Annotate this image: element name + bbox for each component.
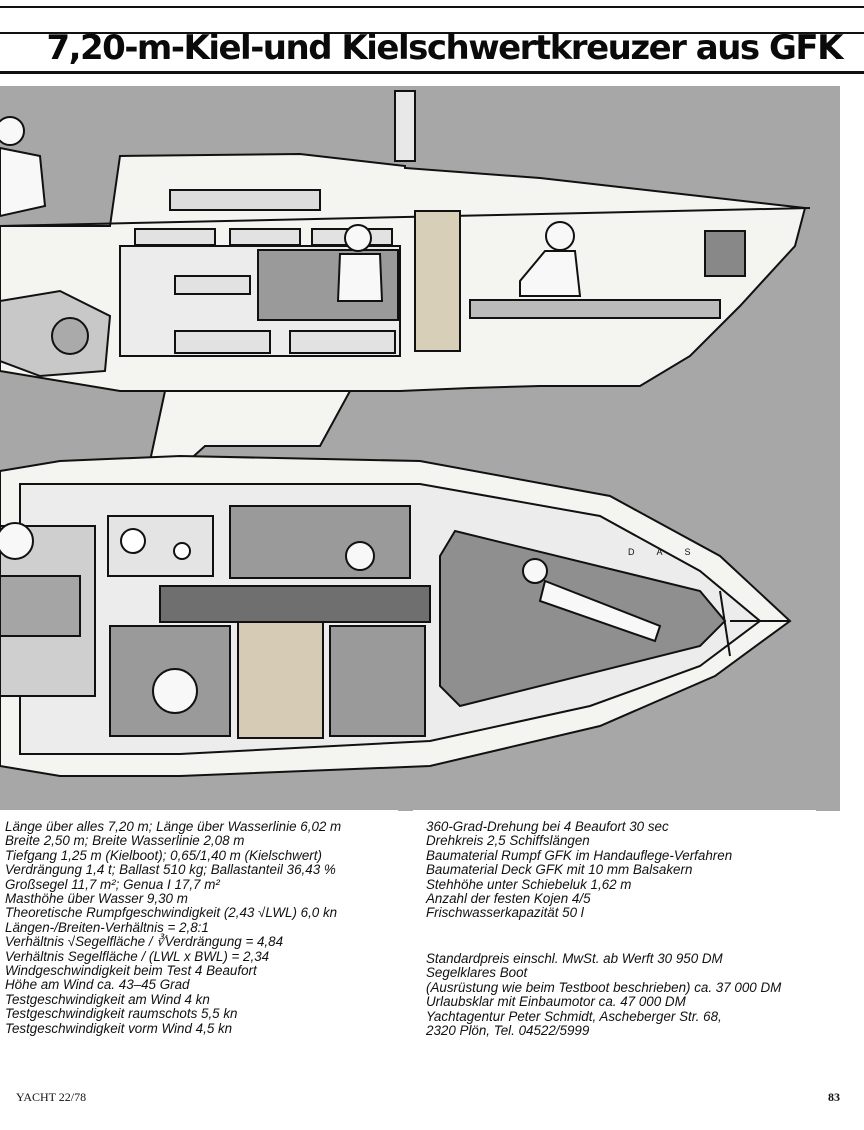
side-elevation (0, 90, 811, 466)
spec-line: Theoretische Rumpfgeschwindigkeit (2,43 … (5, 905, 338, 921)
boat-cutaway-drawing: D A S (0, 86, 840, 811)
spec-line: Breite 2,50 m; Breite Wasserlinie 2,08 m (5, 833, 245, 849)
page-title: 7,20-m-Kiel-und Kielschwertkreuzer aus G… (46, 28, 843, 68)
dinette-cushion (229, 505, 411, 579)
spec-line: Verdrängung 1,4 t; Ballast 510 kg; Balla… (5, 862, 336, 878)
specs-right-box: 360-Grad-Drehung bei 4 Beaufort 30 sec D… (413, 810, 816, 1058)
plan-view (0, 454, 792, 777)
title-bar: 7,20-m-Kiel-und Kielschwertkreuzer aus G… (0, 0, 864, 80)
spec-line: Stehhöhe unter Schiebeluk 1,62 m (426, 876, 632, 892)
spec-line: Länge über alles 7,20 m; Länge über Wass… (5, 819, 342, 834)
top-rule (0, 6, 864, 8)
spec-line: Tiefgang 1,25 m (Kielboot); 0,65/1,40 m … (5, 847, 322, 863)
spec-line: Drehkreis 2,5 Schiffslängen (426, 833, 590, 849)
price-list: Standardpreis einschl. MwSt. ab Werft 30… (426, 951, 782, 1039)
spec-line: Masthöhe über Wasser 9,30 m (5, 891, 188, 907)
price-line: (Ausrüstung wie beim Testboot beschriebe… (426, 979, 782, 995)
magazine-issue: YACHT 22/78 (16, 1090, 87, 1104)
spec-line: Verhältnis √Segelfläche / ∛Verdrängung =… (5, 934, 284, 950)
spec-line: Baumaterial Rumpf GFK im Handauflege-Ver… (426, 847, 733, 863)
price-line: Segelklares Boot (426, 965, 528, 981)
artist-signature: D A S (628, 547, 701, 557)
spec-line: Anzahl der festen Kojen 4/5 (426, 891, 591, 907)
specs-right-list: 360-Grad-Drehung bei 4 Beaufort 30 sec D… (426, 819, 733, 921)
price-line: Urlaubsklar mit Einbaumotor ca. 47 000 D… (426, 994, 686, 1010)
spec-line: Testgeschwindigkeit vorm Wind 4,5 kn (5, 1020, 233, 1036)
spec-line: Längen-/Breiten-Verhältnis = 2,8:1 (5, 919, 209, 935)
spec-line: Verhältnis Segelfläche / (LWL x BWL) = 2… (5, 948, 270, 964)
spec-line: Testgeschwindigkeit am Wind 4 kn (5, 991, 210, 1007)
spec-line: 360-Grad-Drehung bei 4 Beaufort 30 sec (426, 819, 669, 834)
title-rule (0, 32, 864, 34)
title-underline (0, 71, 864, 74)
page-number: 83 (828, 1090, 840, 1104)
price-line: Yachtagentur Peter Schmidt, Ascheberger … (426, 1008, 722, 1024)
v-berth-cushion (439, 529, 727, 708)
price-line: Standardpreis einschl. MwSt. ab Werft 30… (426, 951, 723, 966)
boat-illustration (0, 90, 811, 777)
spec-line: Höhe am Wind ca. 43–45 Grad (5, 977, 190, 993)
spec-line: Großsegel 11,7 m²; Genua I 17,7 m² (5, 876, 220, 892)
specs-left-list: Länge über alles 7,20 m; Länge über Wass… (5, 819, 342, 1036)
spec-line: Testgeschwindigkeit raumschots 5,5 kn (5, 1006, 238, 1022)
spec-line: Windgeschwindigkeit beim Test 4 Beaufort (5, 963, 257, 979)
spec-line: Baumaterial Deck GFK mit 10 mm Balsakern (426, 862, 693, 878)
price-line: 2320 Plön, Tel. 04522/5999 (426, 1023, 590, 1039)
specs-left-box: Länge über alles 7,20 m; Länge über Wass… (0, 810, 398, 1058)
spec-line: Frischwasserkapazität 50 l (426, 905, 584, 921)
